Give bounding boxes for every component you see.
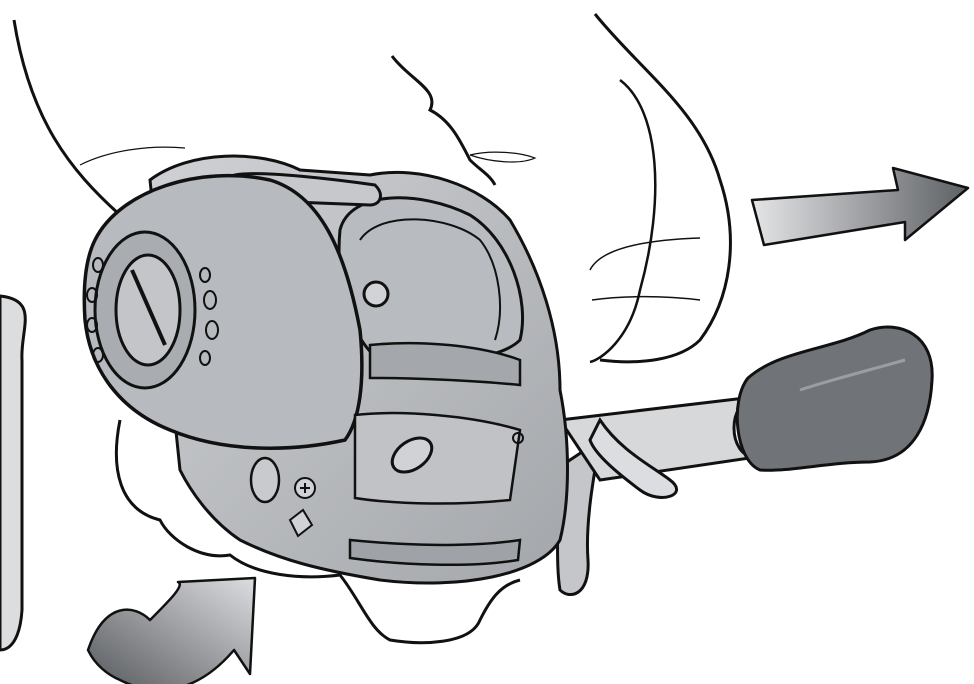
- thumb-outline: [595, 14, 730, 362]
- frame-window: [355, 413, 520, 503]
- side-button-oval: [251, 458, 279, 502]
- arm-outline-left: [14, 20, 120, 215]
- side-panel: [0, 296, 25, 650]
- arrow-right-icon: [752, 168, 968, 245]
- curved-arrow-icon: [88, 578, 255, 684]
- spool-axle: [364, 282, 388, 306]
- skin-crease-1: [470, 152, 535, 162]
- base-plate: [350, 540, 520, 565]
- finger-outline-middle: [392, 56, 495, 185]
- skin-crease-2: [80, 147, 185, 165]
- handle-knob: [737, 327, 932, 470]
